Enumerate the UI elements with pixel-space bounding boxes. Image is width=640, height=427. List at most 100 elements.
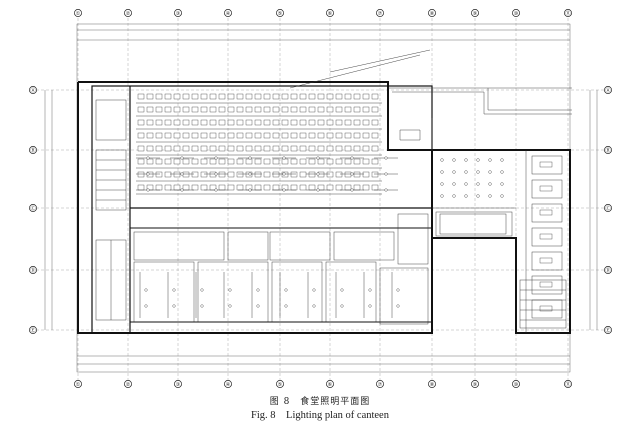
- ceiling-light-fixture: [146, 106, 154, 113]
- axis-bubble-top: ⑥: [326, 9, 334, 17]
- svg-text:②: ②: [126, 382, 131, 388]
- ceiling-light-fixture: [173, 93, 181, 100]
- ceiling-light-fixture: [236, 158, 244, 165]
- ceiling-light-fixture: [350, 156, 354, 160]
- ceiling-light-fixture: [248, 172, 252, 176]
- ceiling-light-fixture: [164, 132, 172, 139]
- ceiling-light-fixture: [344, 184, 352, 191]
- ceiling-light-fixture: [308, 93, 316, 100]
- ceiling-light-fixture: [218, 93, 226, 100]
- ceiling-light-fixture: [254, 171, 262, 178]
- ceiling-light-fixture: [272, 106, 280, 113]
- ceiling-light-fixture: [200, 158, 208, 165]
- ceiling-light-fixture: [335, 93, 343, 100]
- svg-text:⑤: ⑤: [278, 382, 282, 388]
- ceiling-light-fixture: [326, 184, 334, 191]
- ceiling-light-fixture: [182, 93, 190, 100]
- ceiling-light-fixture: [248, 156, 252, 160]
- svg-text:⑦: ⑦: [378, 382, 383, 388]
- ceiling-light-fixture: [164, 158, 172, 165]
- right-wing-rooms: [519, 150, 567, 333]
- ceiling-light-fixture: [218, 119, 226, 126]
- ceiling-light-fixture: [488, 194, 492, 198]
- ceiling-light-fixture: [308, 119, 316, 126]
- ceiling-light-fixture: [371, 184, 379, 191]
- axis-bubble-bottom: ⑩: [512, 380, 520, 388]
- ceiling-light-fixture: [464, 182, 468, 186]
- ceiling-light-fixture: [344, 171, 352, 178]
- ceiling-light-fixture: [209, 119, 217, 126]
- ceiling-light-fixture: [200, 93, 208, 100]
- ceiling-light-fixture: [371, 171, 379, 178]
- ceiling-light-fixture: [317, 106, 325, 113]
- ceiling-light-fixture: [191, 171, 199, 178]
- svg-text:Ⓔ: Ⓔ: [605, 327, 610, 334]
- svg-text:⑤: ⑤: [278, 11, 282, 17]
- axis-bubble-right: Ⓑ: [604, 146, 612, 154]
- ceiling-light-fixture: [464, 194, 468, 198]
- left-service-strip: [95, 99, 127, 321]
- ceiling-light-fixture: [191, 145, 199, 152]
- ceiling-light-fixture: [146, 158, 154, 165]
- ceiling-light-fixture: [335, 132, 343, 139]
- svg-text:④: ④: [226, 11, 231, 17]
- ceiling-light-fixture: [344, 106, 352, 113]
- ceiling-light-fixture: [200, 119, 208, 126]
- ceiling-light-fixture: [227, 119, 235, 126]
- ceiling-light-fixture: [344, 132, 352, 139]
- ceiling-light-fixture: [282, 172, 286, 176]
- ceiling-light-fixture: [272, 145, 280, 152]
- ceiling-light-fixture: [353, 158, 361, 165]
- ceiling-light-fixture: [146, 156, 150, 160]
- axis-bubble-top: ③: [174, 9, 182, 17]
- ceiling-light-fixture: [227, 106, 235, 113]
- axis-bubble-left: Ⓓ: [29, 266, 37, 274]
- ceiling-light-fixture: [362, 158, 370, 165]
- ceiling-light-fixture: [317, 132, 325, 139]
- ceiling-light-fixture: [500, 170, 504, 174]
- ceiling-light-fixture: [182, 132, 190, 139]
- ceiling-light-fixture: [452, 170, 456, 174]
- ceiling-light-fixture: [218, 158, 226, 165]
- ceiling-light-fixture: [254, 119, 262, 126]
- ceiling-light-fixture: [440, 158, 444, 162]
- ceiling-light-fixture: [290, 145, 298, 152]
- ceiling-light-fixture: [245, 119, 253, 126]
- ceiling-light-fixture: [214, 156, 218, 160]
- ceiling-light-fixture: [371, 158, 379, 165]
- axis-bubble-bottom: ③: [174, 380, 182, 388]
- ceiling-light-fixture: [254, 145, 262, 152]
- ceiling-light-fixture: [299, 145, 307, 152]
- ceiling-light-fixture: [180, 172, 184, 176]
- axis-bubble-top: ①: [74, 9, 82, 17]
- ceiling-light-fixture: [440, 194, 444, 198]
- ceiling-light-fixture: [236, 171, 244, 178]
- ceiling-light-fixture: [464, 170, 468, 174]
- ceiling-light-fixture: [500, 158, 504, 162]
- ceiling-light-fixture: [218, 145, 226, 152]
- axis-bubble-bottom: ④: [224, 380, 232, 388]
- svg-text:Ⓑ: Ⓑ: [605, 147, 610, 154]
- ceiling-light-fixture: [236, 106, 244, 113]
- ceiling-light-fixture: [245, 132, 253, 139]
- ceiling-light-fixture: [227, 184, 235, 191]
- ceiling-light-fixture: [344, 93, 352, 100]
- ceiling-light-fixture: [308, 145, 316, 152]
- ceiling-light-fixture: [227, 132, 235, 139]
- ceiling-light-fixture: [173, 106, 181, 113]
- figure-caption-cn: 图 8 食堂照明平面图: [269, 397, 371, 407]
- ceiling-light-fixture: [299, 106, 307, 113]
- ceiling-light-fixture: [440, 182, 444, 186]
- ceiling-light-fixture: [209, 158, 217, 165]
- svg-text:Ⓓ: Ⓓ: [605, 267, 610, 274]
- ceiling-light-fixture: [362, 145, 370, 152]
- ceiling-light-fixture: [191, 93, 199, 100]
- ceiling-light-fixture: [500, 182, 504, 186]
- ceiling-light-fixture: [191, 158, 199, 165]
- ceiling-light-fixture: [299, 184, 307, 191]
- ceiling-light-fixture: [155, 106, 163, 113]
- axis-bubble-bottom: ①: [74, 380, 82, 388]
- ceiling-light-fixture: [282, 156, 286, 160]
